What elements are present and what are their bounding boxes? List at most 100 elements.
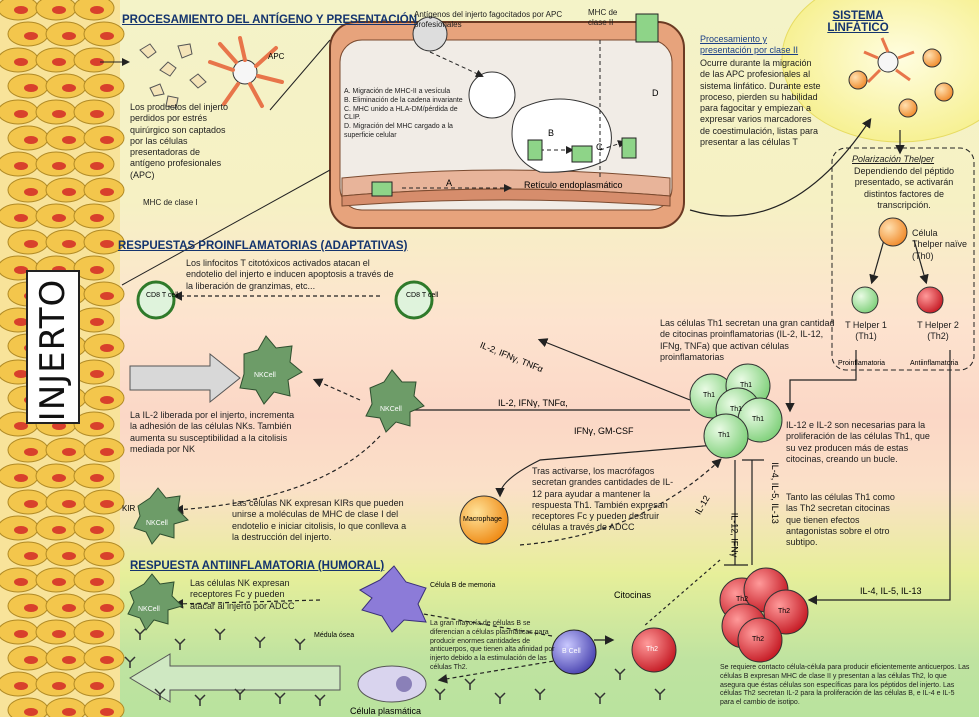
- antibodies: [124, 628, 666, 706]
- processing-title: Procesamiento y presentación por clase I…: [700, 34, 799, 56]
- il12-text: IL-12 e IL-2 son necesarias para la prol…: [786, 420, 930, 464]
- kir-label: KIR: [122, 504, 136, 513]
- antibody-icon: [274, 692, 286, 704]
- er-label: Retículo endoplasmático: [524, 180, 623, 190]
- graft-cell-nucleus: [24, 84, 38, 92]
- contact-text: Se requiere contacto célula-célula para …: [720, 664, 970, 706]
- graft-cell-nucleus: [90, 266, 104, 274]
- memory-b-label: Célula B de memoria: [430, 582, 496, 589]
- graft-cell-nucleus: [14, 110, 28, 118]
- graft-cell-nucleus: [90, 578, 104, 586]
- phagocytosed-label: Antígenos del injerto fagocitados por AP…: [414, 10, 563, 29]
- graft-cell-nucleus: [52, 162, 66, 170]
- nk-label-2: NKCell: [380, 406, 402, 413]
- graft-cell-nucleus: [62, 136, 76, 144]
- graft-cell-nucleus: [90, 526, 104, 534]
- antibody-icon: [594, 692, 606, 704]
- graft-label-box: INJERTO: [26, 270, 80, 424]
- graft-cell-nucleus: [14, 474, 28, 482]
- nk-cells: [127, 335, 425, 631]
- graft-cell-nucleus: [24, 656, 38, 664]
- il2-text: La IL-2 liberada por el injerto, increme…: [130, 410, 295, 454]
- anti-label: Antiinflamatoria: [910, 360, 959, 367]
- graft-cell-nucleus: [90, 630, 104, 638]
- nk-label-4: NKCell: [138, 606, 160, 613]
- nk-label-3: NKCell: [146, 520, 168, 527]
- graft-cell-nucleus: [52, 630, 66, 638]
- step-b: B: [548, 128, 555, 138]
- graft-cell-nucleus: [100, 240, 114, 248]
- graft-cell-nucleus: [62, 240, 76, 248]
- processing-body: Ocurre durante la migración de las APC p…: [700, 58, 821, 147]
- graft-cell-nucleus: [14, 422, 28, 430]
- antibody-icon: [464, 678, 476, 690]
- graft-cell-nucleus: [90, 6, 104, 14]
- graft-cell-nucleus: [90, 58, 104, 66]
- graft-cell-nucleus: [62, 604, 76, 612]
- graft-cell-nucleus: [100, 344, 114, 352]
- graft-cell-nucleus: [52, 6, 66, 14]
- graft-cell-nucleus: [62, 500, 76, 508]
- th1-label-1: Th1: [703, 392, 716, 399]
- th1-label-5: Th1: [718, 432, 731, 439]
- graft-cell-nucleus: [14, 266, 28, 274]
- graft-cell-nucleus: [90, 370, 104, 378]
- graft-cell-nucleus: [24, 708, 38, 716]
- nk-label-1: NKCell: [254, 372, 276, 379]
- antibody-icon: [494, 692, 506, 704]
- antibody-icon: [174, 638, 186, 650]
- b-lineage-cells: [357, 565, 597, 703]
- nk-kir-text: Las células NK expresan KIRs que pueden …: [232, 498, 407, 542]
- graft-cell-nucleus: [90, 682, 104, 690]
- graft-cell-nucleus: [100, 32, 114, 40]
- th1-cell-label: T Helper 1 (Th1): [845, 320, 887, 342]
- graft-cell-nucleus: [24, 552, 38, 560]
- graft-cell-nucleus: [100, 84, 114, 92]
- steps-text: A. Migración de MHC-II a vesícula B. Eli…: [344, 88, 463, 139]
- naive-cell-label: Célula Thelper naïve (Th0): [912, 228, 968, 261]
- graft-cell-nucleus: [100, 136, 114, 144]
- apc-dendritic-cell: [100, 36, 284, 109]
- apc-cell-panel: [121, 13, 685, 286]
- th1-label-3: Th1: [730, 406, 743, 413]
- header-antigen: PROCESAMIENTO DEL ANTÍGENO Y PRESENTACIÓ…: [122, 14, 417, 26]
- th2-label-4: Th2: [646, 646, 659, 653]
- polar-title: Polarización Thelper: [852, 154, 935, 164]
- graft-cell-nucleus: [62, 656, 76, 664]
- graft-cell-nucleus: [100, 552, 114, 560]
- step-c: C: [596, 142, 603, 152]
- graft-cell-nucleus: [90, 162, 104, 170]
- cd8-label-right: CD8 T cell: [406, 292, 439, 299]
- bcell-label: B Cell: [562, 648, 581, 655]
- nk-fc-text: Las células NK expresan receptores Fc y …: [190, 578, 295, 611]
- graft-cell-nucleus: [14, 578, 28, 586]
- antibody-icon: [214, 628, 226, 640]
- antibody-icon: [434, 688, 446, 700]
- polarization-box: [831, 147, 975, 371]
- graft-cell-nucleus: [90, 474, 104, 482]
- th2-cell-label: T Helper 2 (Th2): [917, 320, 959, 342]
- graft-cell-nucleus: [100, 708, 114, 716]
- macrophage-label: Macrophage: [463, 516, 502, 523]
- graft-cell-nucleus: [24, 500, 38, 508]
- graft-cell-nucleus: [100, 292, 114, 300]
- graft-cell-nucleus: [100, 500, 114, 508]
- graft-cell-nucleus: [24, 136, 38, 144]
- th2-label-3: Th2: [752, 636, 765, 643]
- lymph-cells: [848, 37, 954, 314]
- antibody-icon: [154, 688, 166, 700]
- graft-cell-nucleus: [62, 552, 76, 560]
- il12-ifn-label: IL-12, IFNγ: [729, 512, 740, 558]
- th1-cluster: [689, 363, 783, 459]
- graft-cell-nucleus: [62, 448, 76, 456]
- plasma-cell-label: Célula plasmática: [350, 706, 422, 716]
- th1-secrete-text: Las células Th1 secretan una gran cantid…: [660, 318, 835, 362]
- th2-label-1: Th2: [736, 596, 749, 603]
- apc-products-text: Los productos del injerto perdidos por e…: [130, 102, 229, 180]
- antibody-icon: [134, 628, 146, 640]
- graft-cell-nucleus: [90, 318, 104, 326]
- antibody-icon: [614, 668, 626, 680]
- flow-arrows: [172, 118, 951, 684]
- graft-cell-nucleus: [14, 6, 28, 14]
